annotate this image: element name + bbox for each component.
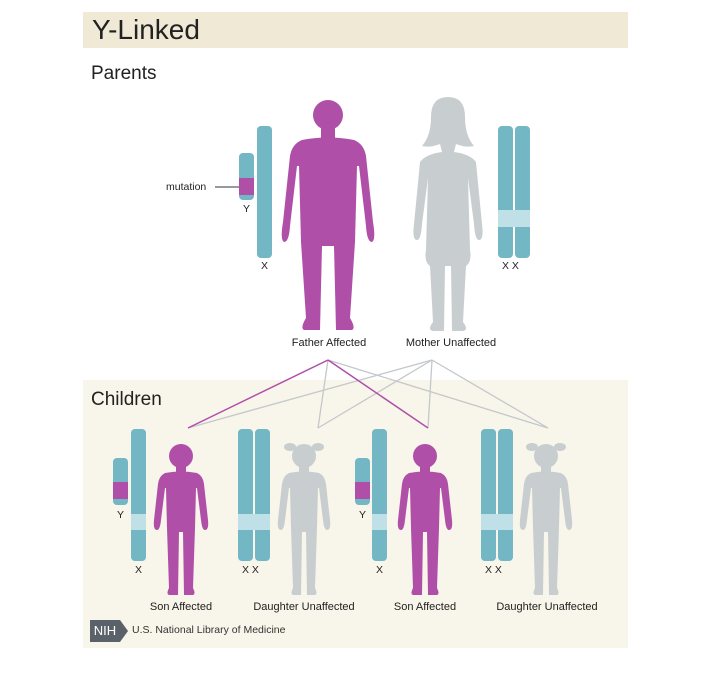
line-father-child4: [327, 359, 549, 429]
y-mutation-band: [239, 178, 254, 195]
line-father-child2: [317, 359, 329, 429]
mother-xx-label: X X: [502, 260, 519, 272]
mother-figure: [413, 97, 483, 331]
child1-x-label: X: [135, 564, 143, 576]
nlm-name: U.S. National Library of Medicine: [132, 624, 286, 636]
child4-caption: Daughter Unaffected: [496, 601, 598, 613]
child3-caption: Son Affected: [393, 601, 457, 613]
mother-caption: Mother Unaffected: [405, 337, 497, 349]
inheritance-lines: [187, 359, 549, 429]
children-heading: Children: [91, 389, 162, 410]
father-x-chromosome: [257, 126, 272, 258]
child4-chromosomes: [481, 429, 513, 561]
page-title: Y-Linked: [92, 14, 200, 45]
child3-x-chromosome: [372, 429, 387, 561]
nih-logo-box: NIH: [90, 620, 120, 642]
line-mother-child4: [431, 359, 549, 429]
line-mother-child1: [187, 359, 433, 429]
line-father-child3: [327, 359, 429, 429]
line-mother-child3: [427, 359, 433, 429]
child3-y-label: Y: [359, 509, 367, 521]
father-chromosomes: [215, 126, 272, 258]
mother-x-chromosome-1: [498, 126, 513, 258]
child2-x-chromosome-1: [238, 429, 253, 561]
father-figure: [281, 100, 375, 330]
daughter-figure-2: [519, 443, 573, 595]
child3-x-label: X: [376, 564, 384, 576]
line-father-child1: [187, 359, 329, 429]
child1-chromosomes: [113, 429, 146, 561]
child1-y-mutation: [113, 482, 128, 499]
parents-heading: Parents: [91, 63, 157, 84]
child4-x-chromosome-2: [498, 429, 513, 561]
child3-x-band: [372, 514, 387, 530]
son-figure-2: [397, 444, 453, 595]
mother-x-band: [498, 210, 530, 227]
child1-caption: Son Affected: [149, 601, 213, 613]
child1-x-chromosome: [131, 429, 146, 561]
child1-y-label: Y: [117, 509, 125, 521]
title-bar: Y-Linked: [83, 12, 628, 48]
child1-x-band: [131, 514, 146, 530]
mutation-label: mutation: [166, 181, 207, 193]
child2-xx-label: X X: [242, 564, 259, 576]
son-figure-1: [153, 444, 209, 595]
child4-xx-label: X X: [485, 564, 502, 576]
daughter-figure-1: [277, 443, 331, 595]
child2-x-chromosome-2: [255, 429, 270, 561]
child3-y-mutation: [355, 482, 370, 499]
father-caption: Father Affected: [291, 337, 367, 349]
mother-chromosomes: [498, 126, 530, 258]
child3-chromosomes: [355, 429, 387, 561]
father-y-label: Y: [243, 203, 251, 215]
child2-x-band: [238, 514, 270, 530]
father-x-label: X: [261, 260, 269, 272]
child2-chromosomes: [238, 429, 270, 561]
child4-x-chromosome-1: [481, 429, 496, 561]
child4-x-band: [481, 514, 513, 530]
line-mother-child2: [317, 359, 433, 429]
nih-logo-arrow: [120, 620, 128, 642]
child2-caption: Daughter Unaffected: [253, 601, 355, 613]
mother-x-chromosome-2: [515, 126, 530, 258]
